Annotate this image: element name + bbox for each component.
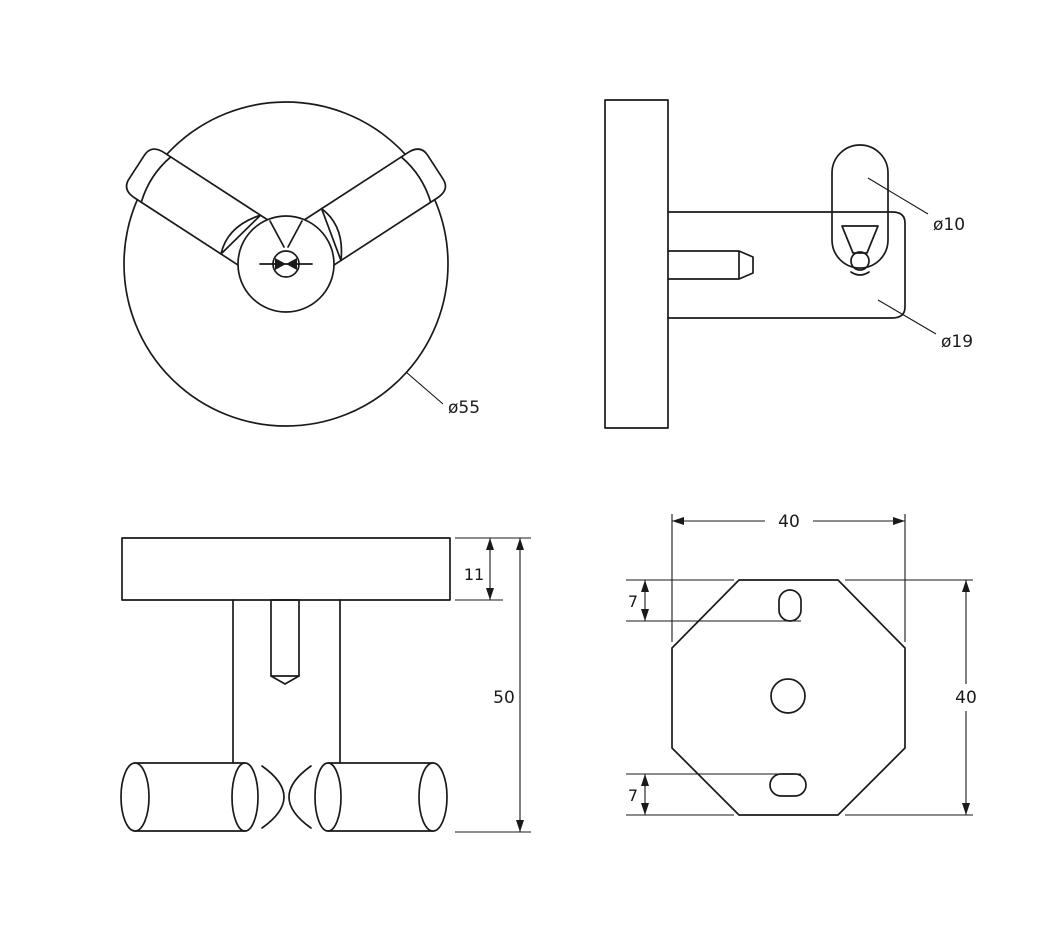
dim-height-40-label: 40: [955, 688, 977, 708]
dim-diameter-10-label: ø10: [933, 215, 965, 235]
stem: [232, 599, 341, 764]
wall-plate-side: [604, 99, 669, 429]
center-screw: [259, 220, 313, 278]
dim-offset-7-top-label: 7: [628, 592, 638, 611]
hook-pin: [831, 144, 889, 269]
dimension-plate-thickness: 11: [455, 537, 531, 833]
dimension-overall-height: 50: [493, 538, 524, 832]
dim-thickness-11-label: 11: [464, 565, 484, 584]
dim-offset-7-bottom-label: 7: [628, 786, 638, 805]
hook-arm-right: [295, 148, 447, 272]
bottom-slot: [769, 773, 807, 797]
hook-pin-socket: [841, 225, 879, 276]
top-slot: [778, 589, 802, 622]
center-hole: [770, 678, 806, 714]
mounting-plate-octagon: [671, 579, 906, 816]
grub-screw: [270, 599, 300, 685]
mounting-arm: [667, 211, 906, 319]
hook-arm-left: [125, 148, 277, 272]
leader-line-diameter-55: [405, 371, 444, 405]
dimension-bottom-slot-offset: 7: [626, 773, 801, 816]
dimension-top-slot-offset: 7: [626, 579, 801, 622]
base-plate-circle: [123, 101, 449, 427]
hook-cylinder-left: [120, 762, 259, 832]
leader-line-diameter-10: [867, 177, 929, 215]
side-view: ø10 ø19: [604, 99, 973, 429]
leader-line-diameter-19: [877, 299, 937, 335]
cylinder-joint: [261, 765, 312, 829]
dimension-plate-height: 40: [845, 579, 977, 816]
top-view: ø55: [123, 101, 480, 427]
dim-diameter-19-label: ø19: [941, 332, 973, 352]
hook-cylinder-right: [314, 762, 448, 832]
wall-plate-view: 40 40 7 7: [626, 512, 977, 816]
top-plate-front: [121, 537, 451, 601]
dimension-plate-width: 40: [671, 512, 906, 642]
front-view: 11 50: [120, 537, 531, 833]
fixing-screw: [667, 250, 754, 280]
dim-height-50-label: 50: [493, 688, 515, 708]
dim-width-40-label: 40: [778, 512, 800, 532]
dim-diameter-55-label: ø55: [448, 398, 480, 418]
